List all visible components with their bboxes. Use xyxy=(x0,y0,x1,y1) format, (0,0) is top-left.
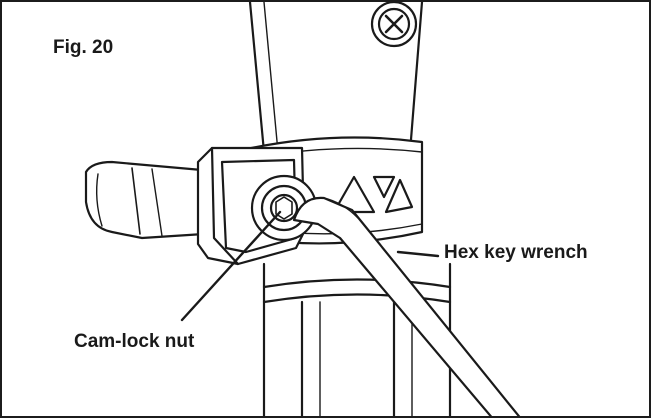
cam-lock-nut-label: Cam-lock nut xyxy=(74,331,195,352)
hex-key-wrench xyxy=(292,196,521,416)
cam-lock-leader xyxy=(180,210,282,322)
figure-title: Fig. 20 xyxy=(53,37,114,58)
cam-lock-nut xyxy=(250,174,318,242)
collar-triangle xyxy=(384,178,414,214)
clamp-lever xyxy=(84,160,206,240)
hex-key-leader xyxy=(396,250,440,258)
lower-leg-tube xyxy=(262,262,452,416)
screw-head xyxy=(370,2,418,48)
hex-key-wrench-label: Hex key wrench xyxy=(444,242,588,263)
